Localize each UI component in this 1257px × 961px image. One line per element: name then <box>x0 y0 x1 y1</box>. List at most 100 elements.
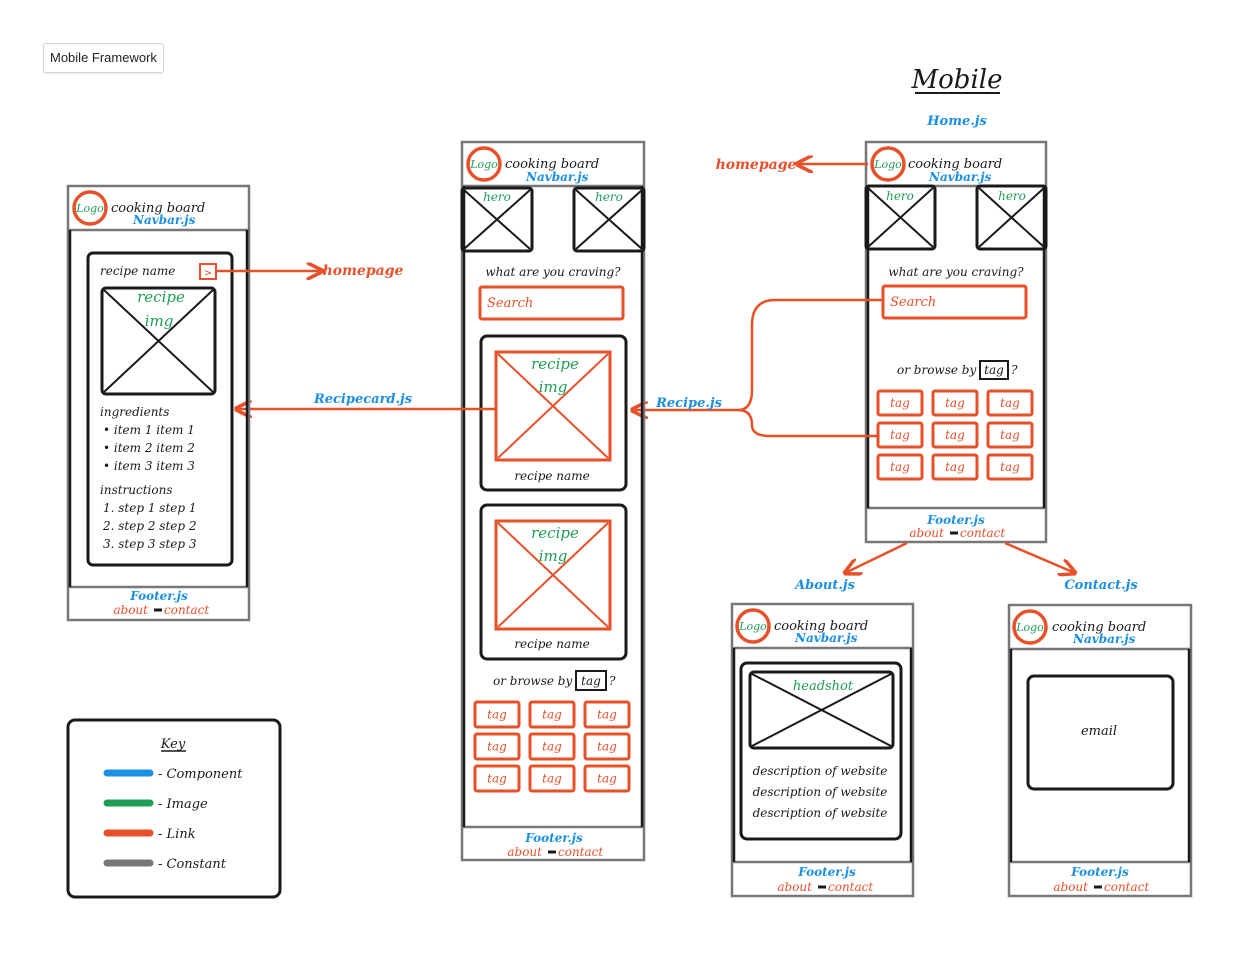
contact-js-label: Contact.js <box>1064 578 1138 593</box>
about-link[interactable]: about <box>113 603 148 617</box>
navbar-component: Navbar.js <box>794 631 858 645</box>
contact-link[interactable]: contact <box>164 603 209 617</box>
about-link[interactable]: about <box>1053 880 1088 894</box>
brand-name: cooking board <box>1052 620 1146 635</box>
tag-label: tag <box>1000 460 1020 474</box>
tag-label: tag <box>487 772 507 786</box>
about-link[interactable]: about <box>507 845 542 859</box>
homepage-link-label[interactable]: homepage <box>716 157 797 173</box>
ingredient-item: • item 1 item 1 <box>103 423 195 437</box>
navbar-component: Navbar.js <box>132 213 196 227</box>
logo-icon[interactable] <box>1012 609 1048 645</box>
tag-button[interactable]: tag <box>473 700 521 729</box>
browse-prompt: or browse by <box>897 363 976 377</box>
tag-label: tag <box>945 428 965 442</box>
homepage-link-button[interactable] <box>199 263 217 280</box>
navbar-component: Navbar.js <box>1072 632 1136 646</box>
recipe-card[interactable]: recipe img recipe name <box>479 334 628 492</box>
tag-label: tag <box>597 772 617 786</box>
logo-icon[interactable] <box>870 146 906 182</box>
brand-name: cooking board <box>774 619 868 634</box>
recipe-card[interactable]: recipe img recipe name <box>479 503 628 661</box>
email-field[interactable] <box>1026 674 1175 791</box>
home-component-label: Home.js <box>926 114 987 129</box>
tag-button[interactable]: tag <box>528 700 576 729</box>
description-line: description of website <box>753 785 888 799</box>
tag-button[interactable]: tag <box>876 421 924 449</box>
tag-label: tag <box>890 460 910 474</box>
tag-label: tag <box>542 708 562 722</box>
recipe-detail-phone: Logo cooking board Navbar.js recipe name… <box>66 184 251 622</box>
about-link[interactable]: about <box>909 526 944 540</box>
logo-text: Logo <box>1015 621 1044 634</box>
tag-button[interactable]: tag <box>876 389 924 417</box>
contact-link[interactable]: contact <box>828 880 873 894</box>
tag-label: tag <box>597 708 617 722</box>
navbar-component: Navbar.js <box>525 170 589 184</box>
tag-button[interactable]: tag <box>931 389 979 417</box>
legend-label: - Constant <box>158 857 227 872</box>
tag-button[interactable]: tag <box>931 453 979 481</box>
recipe-img-label: img <box>145 312 174 330</box>
contact-link[interactable]: contact <box>960 526 1005 540</box>
ingredient-item: • item 3 item 3 <box>103 459 195 473</box>
logo-icon[interactable] <box>735 608 771 644</box>
craving-prompt: what are you craving? <box>485 265 621 279</box>
recipe-name: recipe name <box>100 264 175 278</box>
hero-image-label: hero <box>483 190 511 204</box>
tag-label: tag <box>945 460 965 474</box>
diagram-title: Mobile <box>911 65 1003 95</box>
browse-question: ? <box>1011 363 1018 377</box>
brand-name: cooking board <box>505 157 599 172</box>
recipe-list-phone: Logo cooking board Navbar.js hero hero w… <box>460 140 646 862</box>
browse-prompt: or browse by <box>493 674 572 688</box>
home-phone: Logo cooking board Navbar.js hero hero w… <box>864 140 1048 544</box>
instruction-step: 2. step 2 step 2 <box>102 519 197 533</box>
tag-label: tag <box>1000 428 1020 442</box>
search-input[interactable] <box>478 285 625 321</box>
tag-button[interactable]: tag <box>473 764 521 793</box>
search-input[interactable] <box>881 284 1028 320</box>
logo-text: Logo <box>738 620 767 633</box>
tag-button[interactable]: tag <box>876 453 924 481</box>
browse-tag: tag <box>984 363 1004 377</box>
tag-label: tag <box>945 396 965 410</box>
logo-icon[interactable] <box>72 190 108 226</box>
tag-button[interactable]: tag <box>986 389 1034 417</box>
logo-text: Logo <box>75 202 104 215</box>
instructions-heading: instructions <box>100 483 173 497</box>
tag-button[interactable]: tag <box>583 700 631 729</box>
tag-button[interactable]: tag <box>473 732 521 761</box>
search-placeholder: Search <box>487 296 533 311</box>
tag-button[interactable]: tag <box>986 453 1034 481</box>
homepage-link-label[interactable]: homepage <box>323 263 404 279</box>
footer-component: Footer.js <box>524 831 583 845</box>
footer-component: Footer.js <box>1070 865 1129 879</box>
tag-button[interactable]: tag <box>583 764 631 793</box>
link-arrow-glyph: > <box>204 268 212 279</box>
footer-component: Footer.js <box>797 865 856 879</box>
tag-button[interactable]: tag <box>528 732 576 761</box>
logo-icon[interactable] <box>466 146 502 182</box>
frame-label[interactable]: Mobile Framework <box>43 43 164 73</box>
recipe-js-bracket <box>737 298 883 438</box>
ingredients-heading: ingredients <box>100 405 169 419</box>
instruction-step: 1. step 1 step 1 <box>103 501 197 515</box>
logo-text: Logo <box>469 158 498 171</box>
tag-label: tag <box>1000 396 1020 410</box>
tag-label: tag <box>542 772 562 786</box>
recipe-img-label: recipe <box>137 288 185 306</box>
tag-button[interactable]: tag <box>931 421 979 449</box>
about-link[interactable]: about <box>777 880 812 894</box>
tag-button[interactable]: tag <box>583 732 631 761</box>
browse-question: ? <box>609 674 616 688</box>
contact-link[interactable]: contact <box>1104 880 1149 894</box>
tag-label: tag <box>890 428 910 442</box>
tag-label: tag <box>542 740 562 754</box>
recipe-img-label: recipe <box>531 355 579 373</box>
contact-link[interactable]: contact <box>558 845 603 859</box>
tag-button[interactable]: tag <box>986 421 1034 449</box>
tag-button[interactable]: tag <box>528 764 576 793</box>
recipe-img-label: img <box>539 547 568 565</box>
